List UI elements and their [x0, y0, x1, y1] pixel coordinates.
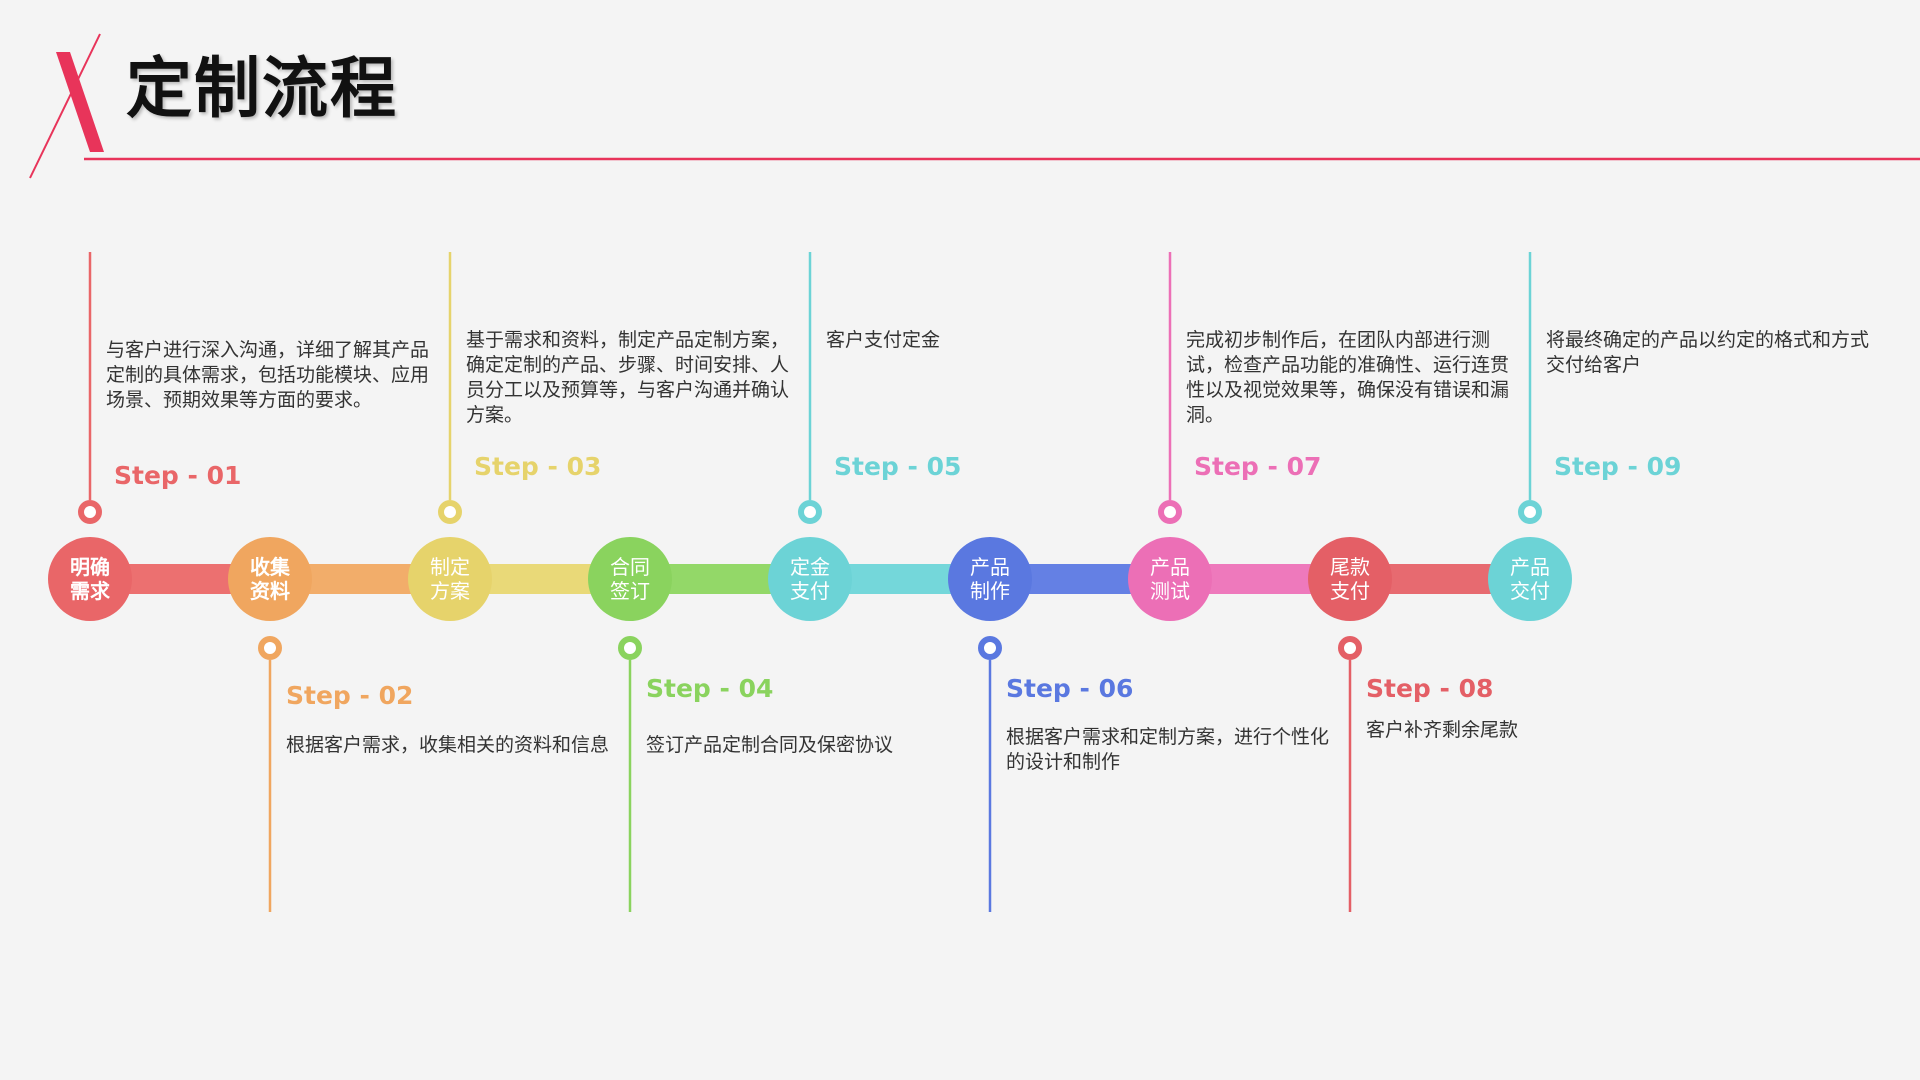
step-4-pin — [618, 636, 642, 660]
step-6-node — [948, 537, 1032, 621]
step-6-node-label: 产品 制作 — [970, 555, 1010, 603]
step-9-node-label: 产品 交付 — [1510, 555, 1550, 603]
step-1-node — [48, 537, 132, 621]
step-2-description: 根据客户需求，收集相关的资料和信息 — [286, 734, 610, 756]
step-2-node-label: 收集 资料 — [250, 555, 290, 603]
step-9-label: Step - 09 — [1554, 452, 1682, 481]
step-5-description: 客户支付定金 — [826, 329, 941, 351]
step-3-node — [408, 537, 492, 621]
step-7-node-label: 产品 测试 — [1150, 555, 1190, 603]
step-4-node — [588, 537, 672, 621]
header-slash-line — [29, 33, 101, 179]
step-5-pin — [798, 500, 822, 524]
step-7-label: Step - 07 — [1194, 452, 1322, 481]
step-6-description: 根据客户需求和定制方案，进行个性化的设计和制作 — [1006, 726, 1330, 773]
step-8-node — [1308, 537, 1392, 621]
step-6-label: Step - 06 — [1006, 674, 1134, 703]
header-logo-x-icon — [56, 52, 104, 152]
step-9-pin — [1518, 500, 1542, 524]
step-2-label: Step - 02 — [286, 681, 414, 710]
step-7-description: 完成初步制作后，在团队内部进行测试，检查产品功能的准确性、运行连贯性以及视觉效果… — [1186, 329, 1510, 426]
step-8-description: 客户补齐剩余尾款 — [1366, 719, 1519, 741]
step-9-description: 将最终确定的产品以约定的格式和方式交付给客户 — [1546, 329, 1870, 376]
step-4-node-label: 合同 签订 — [610, 555, 650, 603]
step-5-node-label: 定金 支付 — [790, 555, 830, 603]
step-1-description: 与客户进行深入沟通，详细了解其产品定制的具体需求，包括功能模块、应用场景、预期效… — [106, 339, 430, 411]
step-7-node — [1128, 537, 1212, 621]
step-3-node-label: 制定 方案 — [430, 555, 470, 603]
step-3-pin — [438, 500, 462, 524]
step-1-node-label: 明确 需求 — [70, 555, 110, 603]
step-6-pin — [978, 636, 1002, 660]
step-1-label: Step - 01 — [114, 461, 242, 490]
step-4-description: 签订产品定制合同及保密协议 — [646, 734, 894, 756]
step-5-label: Step - 05 — [834, 452, 962, 481]
step-7-pin — [1158, 500, 1182, 524]
step-1-pin — [78, 500, 102, 524]
step-9-node — [1488, 537, 1572, 621]
step-3-description: 基于需求和资料，制定产品定制方案，确定定制的产品、步骤、时间安排、人员分工以及预… — [466, 329, 790, 426]
step-8-node-label: 尾款 支付 — [1330, 555, 1370, 603]
step-8-label: Step - 08 — [1366, 674, 1494, 703]
step-2-pin — [258, 636, 282, 660]
step-3-label: Step - 03 — [474, 452, 602, 481]
step-2-node — [228, 537, 312, 621]
page-title: 定制流程 — [126, 50, 398, 127]
step-4-label: Step - 04 — [646, 674, 774, 703]
step-5-node — [768, 537, 852, 621]
step-8-pin — [1338, 636, 1362, 660]
header-decoration — [29, 33, 1920, 179]
